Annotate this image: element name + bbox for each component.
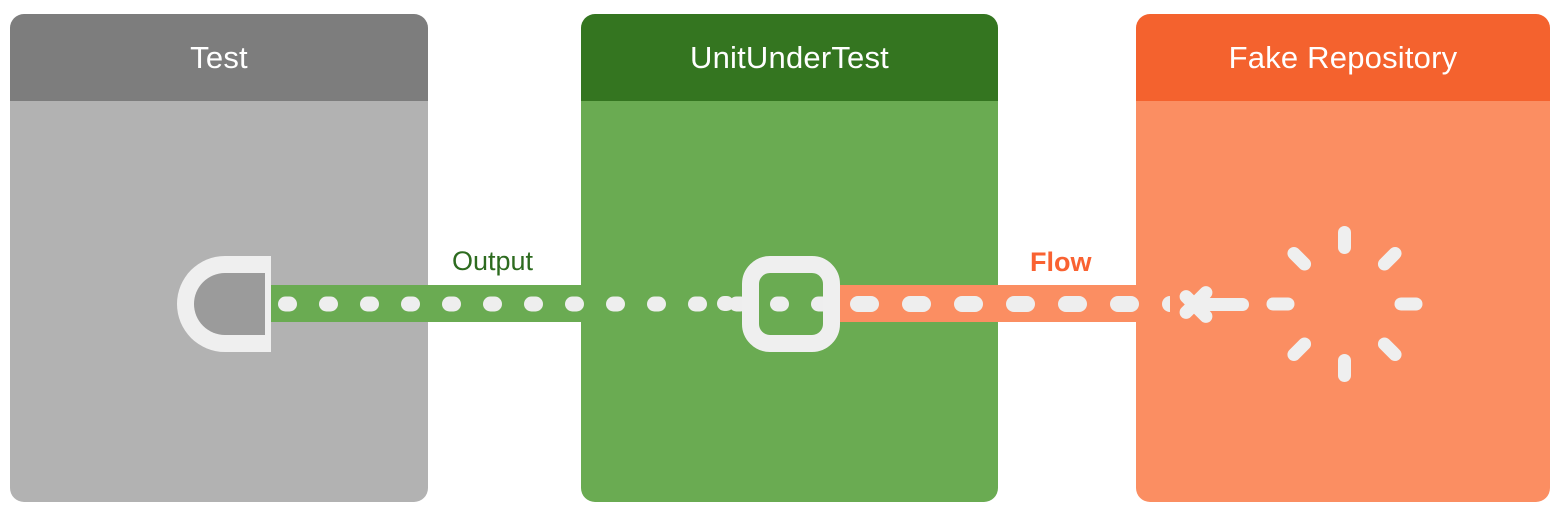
panel-test-header: Test (10, 14, 428, 101)
dashed-circle-segment (1337, 226, 1351, 254)
connector-label-output: Output (452, 246, 534, 276)
dashed-circle-icon (1266, 226, 1422, 382)
connector-dash (278, 296, 297, 311)
connector-dash (770, 296, 789, 311)
connector-dash (1110, 295, 1139, 312)
connector-dash (647, 296, 666, 311)
connector-dash (1162, 295, 1170, 312)
connector-dash (902, 295, 931, 312)
connector-label-flow: Flow (1030, 247, 1092, 277)
connector-dashes-flow (840, 285, 1170, 322)
connector-dash (688, 296, 707, 311)
port-connector-dot (717, 296, 734, 311)
dashed-circle-segment (1266, 297, 1294, 311)
dashed-circle-segment (1374, 244, 1404, 274)
arrow-left-icon (1163, 276, 1249, 332)
connector-band-flow (840, 285, 1170, 322)
socket-d-shape-icon (177, 256, 271, 352)
connector-dash (442, 296, 461, 311)
dashed-circle-segment (1337, 354, 1351, 382)
panel-unit-under-test-title: UnitUnderTest (689, 40, 889, 75)
dashed-circle-segment (1394, 297, 1422, 311)
connector-dash (319, 296, 338, 311)
socket-hole (194, 273, 265, 335)
connector-dash (360, 296, 379, 311)
panel-fake-repository-title: Fake Repository (1228, 40, 1458, 75)
connector-dash (565, 296, 584, 311)
connector-dashes-output (270, 285, 843, 322)
connector-dash (850, 295, 879, 312)
connector-dash (606, 296, 625, 311)
connector-dash (1006, 295, 1035, 312)
panel-fake-repository-header: Fake Repository (1136, 14, 1550, 101)
dashed-circle-segment (1284, 244, 1314, 274)
connector-dash (524, 296, 543, 311)
arrow-shaft (1185, 298, 1249, 311)
connector-dash (1058, 295, 1087, 312)
panel-test-title: Test (190, 40, 248, 75)
panel-unit-under-test-header: UnitUnderTest (581, 14, 998, 101)
dashed-circle-segment (1374, 334, 1404, 364)
rounded-square-port-icon (742, 256, 840, 352)
connector-dash (954, 295, 983, 312)
connector-dash (401, 296, 420, 311)
connector-dash (483, 296, 502, 311)
dashed-circle-segment (1284, 334, 1314, 364)
